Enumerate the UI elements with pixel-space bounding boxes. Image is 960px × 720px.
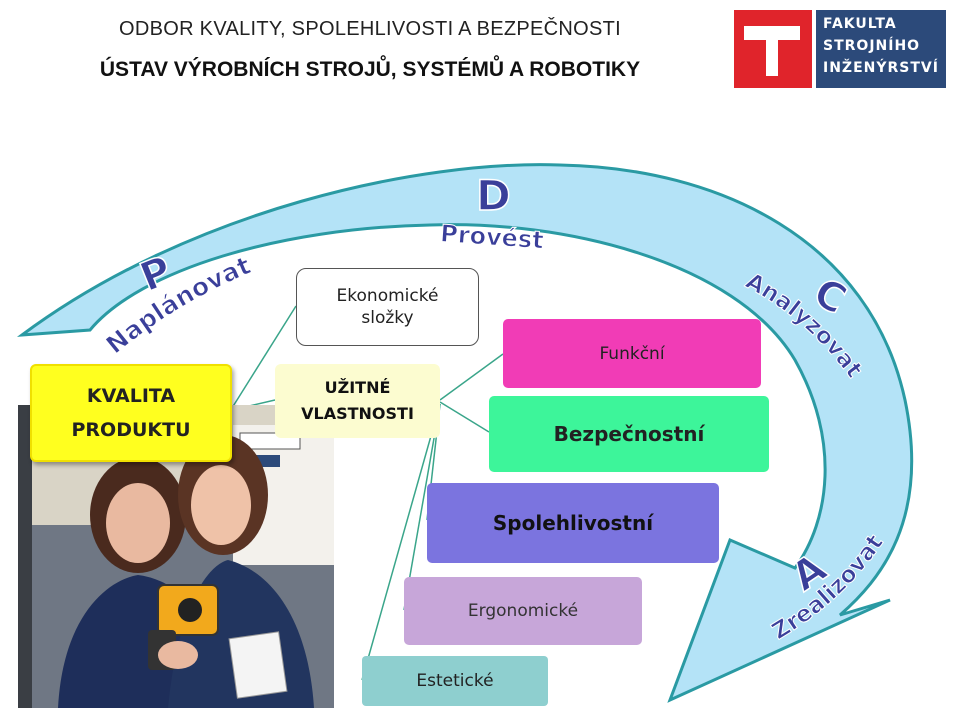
bezpecnostni-label: Bezpečnostní — [553, 422, 705, 446]
kvalita-line-2: PRODUKTU — [71, 419, 191, 441]
logo-mark-icon — [734, 10, 812, 88]
uzitne-line-2: VLASTNOSTI — [301, 404, 414, 423]
header-department: ODBOR KVALITY, SPOLEHLIVOSTI A BEZPEČNOS… — [118, 18, 621, 40]
ekonom-line-1: Ekonomické — [336, 286, 439, 306]
ekonomicke-slozky-box: Ekonomické složky — [296, 268, 479, 346]
logo-line-1: FAKULTA — [823, 16, 897, 32]
faculty-logo: FAKULTA STROJNÍHO INŽENÝRSTVÍ — [734, 10, 946, 88]
funkcni-label: Funkční — [599, 343, 665, 364]
uzitne-line-1: UŽITNÉ — [324, 378, 391, 397]
connector-uzitne-funkcni — [439, 353, 504, 401]
kvalita-produktu-box: KVALITA PRODUKTU — [30, 364, 232, 462]
logo-line-2: STROJNÍHO — [823, 38, 921, 54]
header-institute: ÚSTAV VÝROBNÍCH STROJŮ, SYSTÉMŮ A ROBOTI… — [99, 58, 641, 81]
ergonomicke-box: Ergonomické — [404, 577, 642, 645]
funkcni-box: Funkční — [503, 319, 761, 388]
cycle-label-provest: Provést — [439, 219, 544, 254]
logo-line-3: INŽENÝRSTVÍ — [823, 60, 939, 76]
ergonomicke-label: Ergonomické — [467, 601, 579, 621]
ekonom-line-2: složky — [361, 308, 414, 328]
connector-uzitne-estet — [361, 403, 441, 681]
esteticke-box: Estetické — [362, 656, 548, 706]
connector-uzitne-bezpec — [439, 401, 490, 433]
kvalita-line-1: KVALITA — [86, 385, 176, 407]
pdca-arrow — [16, 163, 914, 703]
connector-uzitne-ergo — [403, 403, 441, 611]
cycle-letter-d: D — [476, 171, 511, 220]
esteticke-label: Estetické — [416, 671, 494, 691]
connector-kvalita-ekonom — [231, 305, 297, 409]
spolehlivostni-box: Spolehlivostní — [427, 483, 719, 563]
logo-text: FAKULTA STROJNÍHO INŽENÝRSTVÍ — [816, 10, 946, 88]
spolehlivostni-label: Spolehlivostní — [492, 511, 654, 535]
bezpecnostni-box: Bezpečnostní — [489, 396, 769, 472]
uzitne-vlastnosti-box: UŽITNÉ VLASTNOSTI — [275, 364, 440, 438]
